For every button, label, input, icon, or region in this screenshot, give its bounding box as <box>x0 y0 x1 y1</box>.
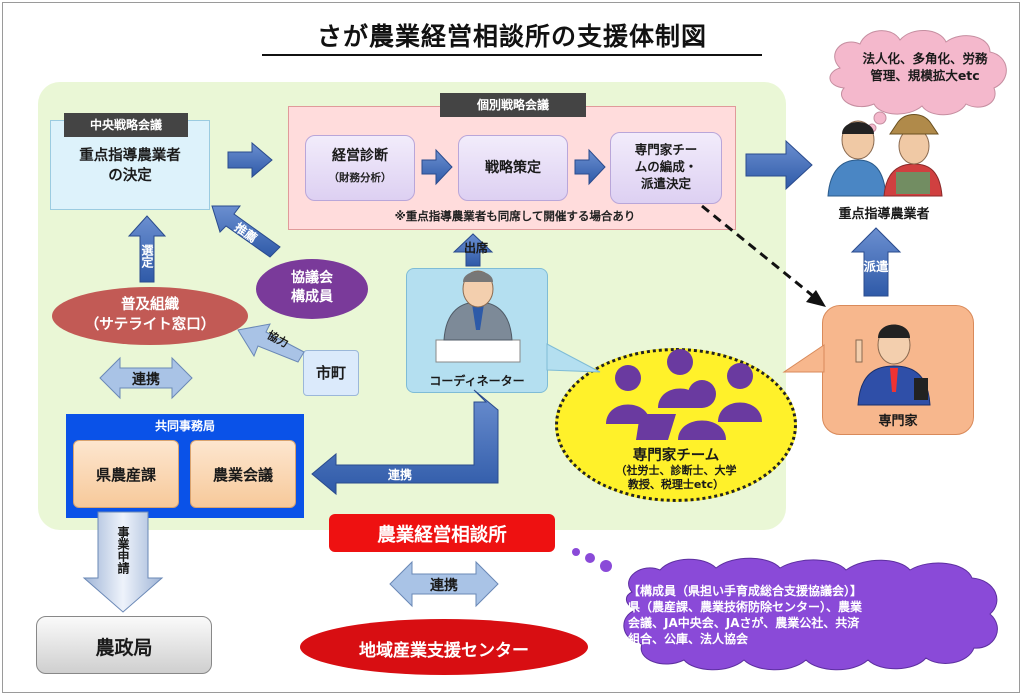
agri-council-box <box>190 440 296 508</box>
arrow-coordinator-secretariat <box>311 389 499 496</box>
council-member-line: 構成員 <box>291 289 333 305</box>
step-team-title: 専門家チー ムの編成・ 派遣決定 <box>610 141 722 192</box>
arrow-select <box>127 215 167 283</box>
step-team-line: 専門家チー <box>634 142 698 157</box>
coordinator-label: コーディネーター <box>429 374 525 388</box>
arrow-central-to-individual <box>227 141 273 179</box>
pref-agri-division-box <box>73 440 179 508</box>
step-strategy-box <box>458 135 568 201</box>
agri-policy-bureau-box <box>36 616 212 674</box>
council-member-node <box>256 259 368 319</box>
members-line: 県（農産課、農業技術防除センター）、農業 <box>628 600 863 614</box>
arrow-individual-to-farmer <box>745 139 813 191</box>
central-meeting-text: 重点指導農業者 の決定 <box>52 146 208 186</box>
extension-organization-line: （サテライト窓口） <box>84 317 216 333</box>
arrow-cooperate <box>237 323 305 363</box>
step-diagnosis-title: 経営診断 <box>332 148 388 164</box>
individual-meeting-label: 個別戦略会議 <box>440 93 586 117</box>
dashed-arrow-head <box>806 290 826 307</box>
coordinator-bubble-tail <box>546 343 601 373</box>
expert-team-sub: （社労士、診断士、大学 教授、税理士etc） <box>575 464 777 492</box>
top-cloud-line: 法人化、多角化、労務 <box>862 51 988 66</box>
arrow-label-select: 選定 <box>140 244 154 268</box>
consultation-center-text: 農業経営相談所 <box>377 525 507 546</box>
arrow-attend <box>452 233 494 267</box>
members-line: 【構成員（県担い手育成総合支援協議会）】 <box>628 584 863 598</box>
top-cloud-text: 法人化、多角化、労務 管理、規模拡大etc <box>842 50 1008 84</box>
step-diagnosis-sub: （財務分析） <box>328 172 392 184</box>
key-farmer-label: 重点指導農業者 <box>838 207 930 222</box>
joint-secretariat-label: 共同事務局 <box>154 419 215 433</box>
central-meeting-line: の決定 <box>108 168 152 184</box>
municipality-box <box>303 350 359 396</box>
arrow-label-link-center: 連携 <box>387 468 412 482</box>
arrow-label-attend: 出席 <box>463 241 488 255</box>
extension-organization-node <box>52 287 248 345</box>
arrow-link-left <box>99 356 193 400</box>
arrow-label-link-left: 連携 <box>132 372 160 388</box>
pref-agri-division-text: 県農産課 <box>95 466 156 484</box>
arrow-dispatch <box>850 227 902 297</box>
regional-industry-center-text: 地域産業支援センター <box>359 641 529 661</box>
arrow-label-application: 事業申請 <box>116 526 130 574</box>
members-text: 【構成員（県担い手育成総合支援協議会）】 県（農産課、農業技術防除センター）、農… <box>628 583 1008 647</box>
members-cloud <box>572 548 998 671</box>
step-diagnosis-box <box>305 135 415 201</box>
top-cloud-line: 管理、規模拡大etc <box>870 68 980 83</box>
members-line: 組合、公庫、法人協会 <box>628 632 749 646</box>
coordinator-figure <box>435 270 521 363</box>
arrow-label-link-bottom: 連携 <box>430 578 458 594</box>
council-member-text: 協議会 構成員 <box>256 269 368 307</box>
farmer-figures <box>827 114 943 197</box>
council-member-line: 協議会 <box>291 270 333 286</box>
agri-policy-bureau-text: 農政局 <box>95 637 153 659</box>
individual-meeting-note: ※重点指導農業者も同席して開催する場合あり <box>394 209 636 223</box>
dashed-arrow <box>701 204 819 302</box>
expert-label: 専門家 <box>878 414 918 429</box>
municipality-text: 市町 <box>315 364 346 382</box>
step-team-line: 派遣決定 <box>640 176 691 191</box>
extension-organization-line: 普及組織 <box>121 297 179 313</box>
agri-council-text: 農業会議 <box>212 466 273 484</box>
arrow-application <box>82 511 164 613</box>
expert-team-sub-line: 教授、税理士etc） <box>627 478 725 491</box>
expert-team-title: 専門家チーム <box>632 448 720 464</box>
arrow-step1-to-step2 <box>421 148 453 186</box>
expert-team-sub-line: （社労士、診断士、大学 <box>615 464 737 477</box>
arrow-link-bottom <box>389 560 499 608</box>
page-title: さが農業経営相談所の支援体制図 <box>262 20 762 56</box>
expert-team-figures <box>606 349 762 440</box>
step-team-line: ムの編成・ <box>634 159 698 174</box>
step-strategy-title: 戦略策定 <box>485 160 541 176</box>
central-meeting-label: 中央戦略会議 <box>64 113 188 137</box>
arrow-step2-to-step3 <box>574 148 606 186</box>
extension-organization-text: 普及組織 （サテライト窓口） <box>52 295 248 335</box>
members-line: 会議、JA中央会、JAさが、農業公社、共済 <box>628 616 860 630</box>
arrow-recommend <box>211 205 281 258</box>
arrow-label-dispatch: 派遣 <box>863 259 889 274</box>
consultation-center-box <box>329 514 555 552</box>
regional-industry-center-node <box>300 619 588 675</box>
expert-bubble-tail <box>782 344 825 373</box>
central-meeting-line: 重点指導農業者 <box>79 148 181 164</box>
step-team-box <box>610 132 722 204</box>
expert-figure <box>855 324 931 406</box>
